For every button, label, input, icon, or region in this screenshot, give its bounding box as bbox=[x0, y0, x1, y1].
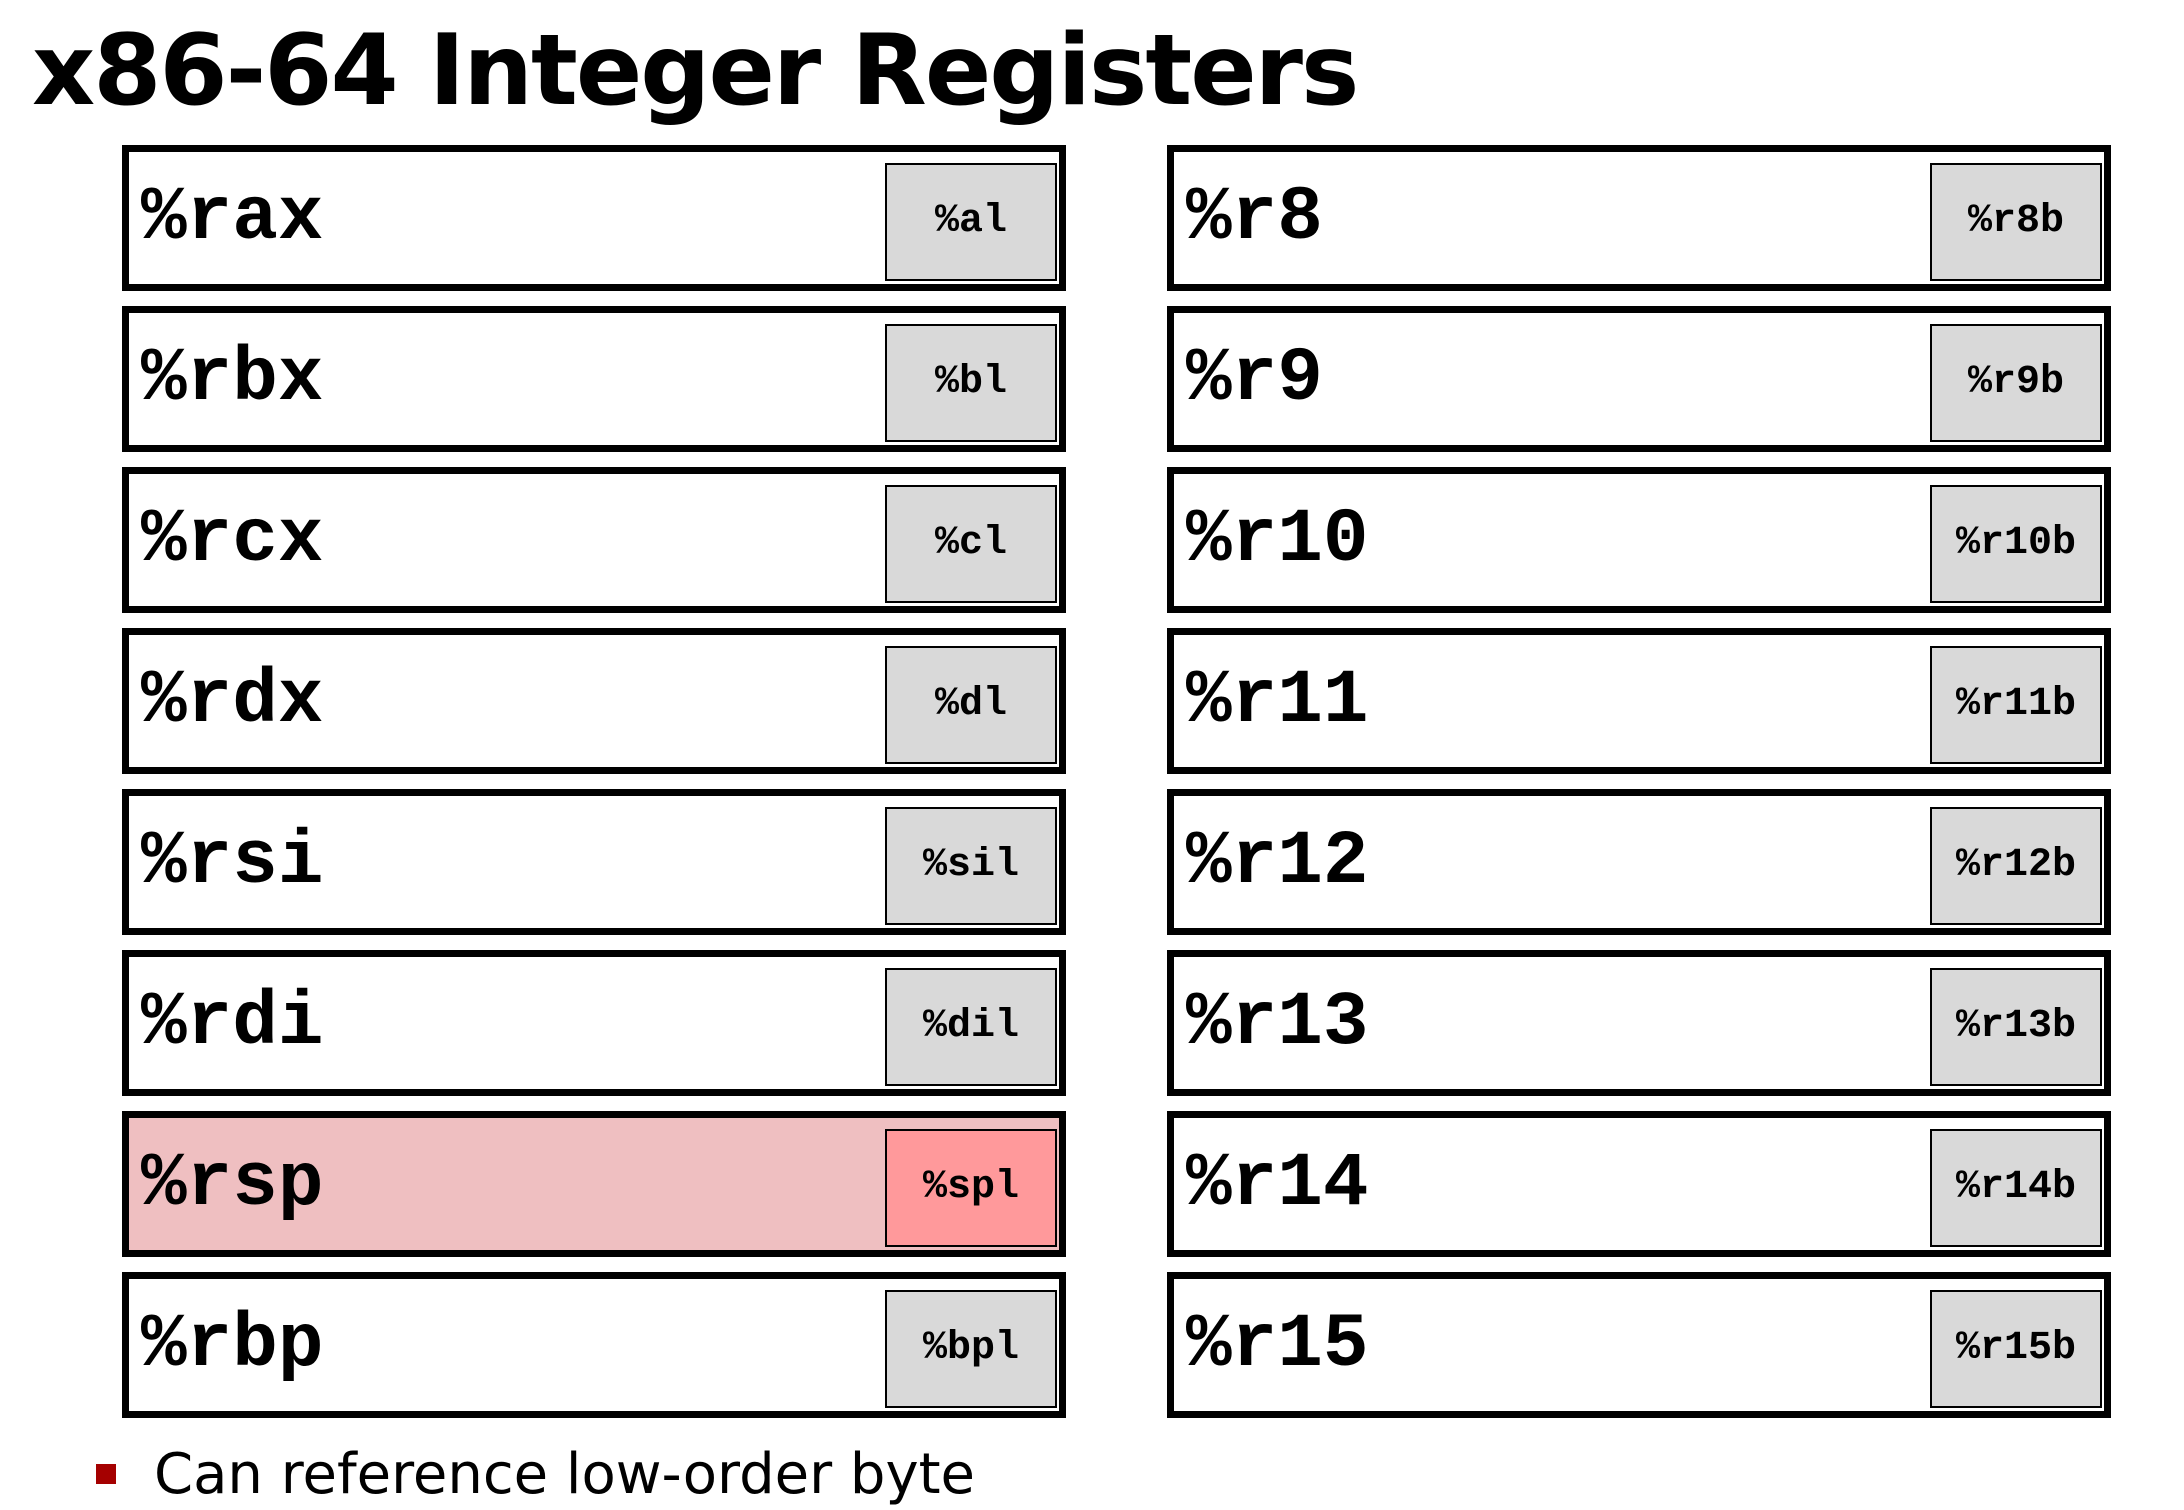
register-name: %r11 bbox=[1186, 658, 1369, 744]
low-byte-register: %al bbox=[885, 163, 1057, 281]
low-byte-register: %spl bbox=[885, 1129, 1057, 1247]
register-name: %rdi bbox=[141, 980, 324, 1066]
register-name: %r15 bbox=[1186, 1302, 1369, 1388]
low-byte-register: %r10b bbox=[1930, 485, 2102, 603]
register-name: %rsp bbox=[141, 1141, 324, 1227]
low-byte-register: %bpl bbox=[885, 1290, 1057, 1408]
register-name: %rdx bbox=[141, 658, 324, 744]
low-byte-register: %cl bbox=[885, 485, 1057, 603]
low-byte-register: %dl bbox=[885, 646, 1057, 764]
register-rax: %rax %al bbox=[122, 145, 1066, 291]
register-r10: %r10 %r10b bbox=[1167, 467, 2111, 613]
register-name: %r8 bbox=[1186, 175, 1323, 261]
low-byte-register: %bl bbox=[885, 324, 1057, 442]
register-rdi: %rdi %dil bbox=[122, 950, 1066, 1096]
low-byte-register: %r12b bbox=[1930, 807, 2102, 925]
register-r12: %r12 %r12b bbox=[1167, 789, 2111, 935]
bullet-text: Can reference low-order byte bbox=[154, 1442, 975, 1507]
register-r8: %r8 %r8b bbox=[1167, 145, 2111, 291]
page-title: x86-64 Integer Registers bbox=[32, 14, 1359, 128]
low-byte-register: %r13b bbox=[1930, 968, 2102, 1086]
register-name: %r12 bbox=[1186, 819, 1369, 905]
register-rbp: %rbp %bpl bbox=[122, 1272, 1066, 1418]
register-rcx: %rcx %cl bbox=[122, 467, 1066, 613]
register-r11: %r11 %r11b bbox=[1167, 628, 2111, 774]
low-byte-register: %r8b bbox=[1930, 163, 2102, 281]
low-byte-register: %r15b bbox=[1930, 1290, 2102, 1408]
register-name: %r10 bbox=[1186, 497, 1369, 583]
register-r13: %r13 %r13b bbox=[1167, 950, 2111, 1096]
register-rsp: %rsp %spl bbox=[122, 1111, 1066, 1257]
register-rbx: %rbx %bl bbox=[122, 306, 1066, 452]
register-name: %rax bbox=[141, 175, 324, 261]
register-name: %rbp bbox=[141, 1302, 324, 1388]
register-name: %r9 bbox=[1186, 336, 1323, 422]
low-byte-register: %dil bbox=[885, 968, 1057, 1086]
low-byte-register: %r9b bbox=[1930, 324, 2102, 442]
low-byte-register: %r14b bbox=[1930, 1129, 2102, 1247]
low-byte-register: %sil bbox=[885, 807, 1057, 925]
register-rsi: %rsi %sil bbox=[122, 789, 1066, 935]
register-name: %rcx bbox=[141, 497, 324, 583]
register-r9: %r9 %r9b bbox=[1167, 306, 2111, 452]
register-name: %r13 bbox=[1186, 980, 1369, 1066]
register-name: %rbx bbox=[141, 336, 324, 422]
low-byte-register: %r11b bbox=[1930, 646, 2102, 764]
register-rdx: %rdx %dl bbox=[122, 628, 1066, 774]
register-r14: %r14 %r14b bbox=[1167, 1111, 2111, 1257]
register-name: %r14 bbox=[1186, 1141, 1369, 1227]
register-name: %rsi bbox=[141, 819, 324, 905]
square-bullet-icon bbox=[96, 1464, 116, 1484]
register-r15: %r15 %r15b bbox=[1167, 1272, 2111, 1418]
